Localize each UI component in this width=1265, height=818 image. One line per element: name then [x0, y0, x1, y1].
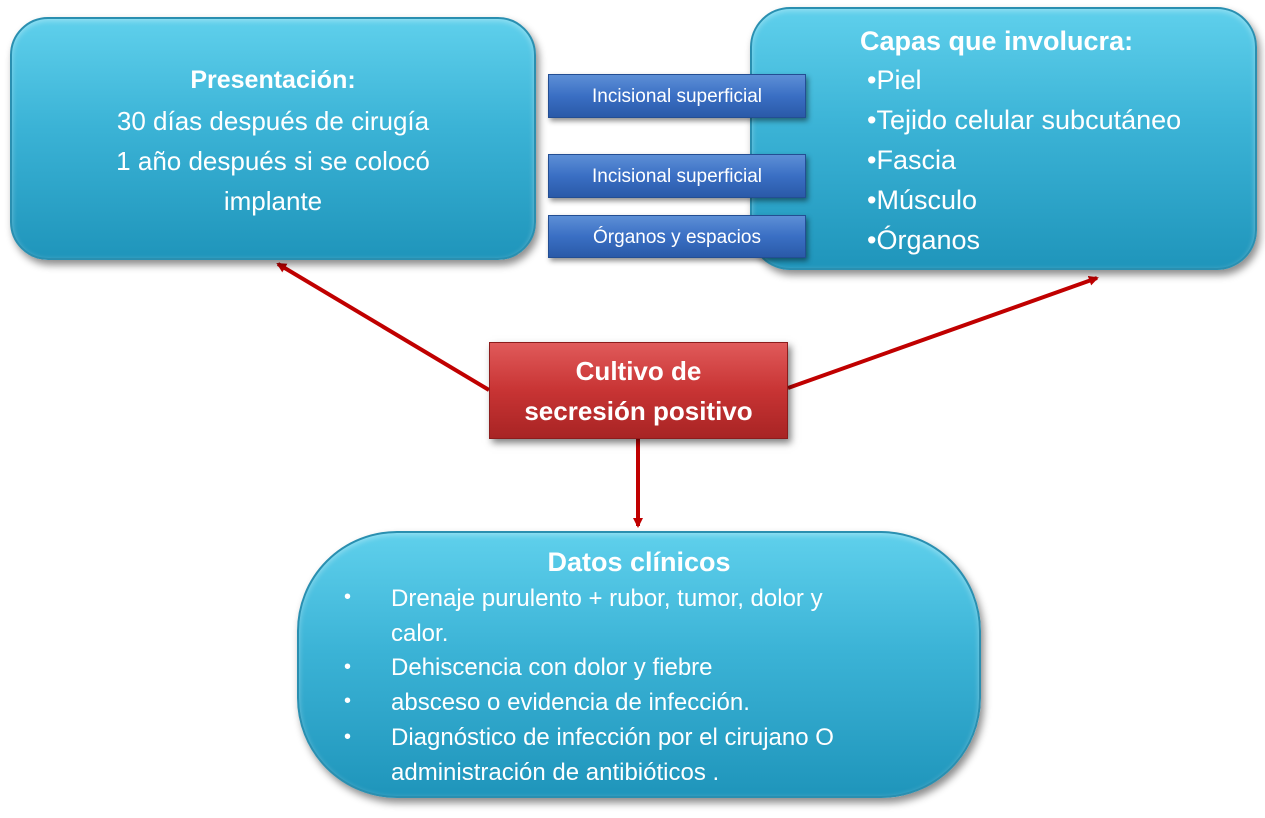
capa-item: •Tejido celular subcutáneo — [867, 105, 1182, 135]
datos-item-cont: calor. — [391, 620, 449, 647]
datos-box: Datos clínicos • Drenaje purulento + rub… — [297, 531, 981, 798]
tipo-tag: Incisional superficial — [548, 154, 806, 198]
datos-title: Datos clínicos — [547, 547, 731, 577]
bullet: • — [344, 586, 352, 608]
capas-box: Capas que involucra: •Piel •Tejido celul… — [750, 7, 1257, 270]
cultivo-line: Cultivo de — [575, 356, 702, 386]
presentacion-line: 1 año después si se colocó — [116, 146, 430, 176]
tipo-tag: Órganos y espacios — [548, 215, 806, 258]
datos-item: absceso o evidencia de infección. — [391, 689, 750, 716]
arrow-to-presentacion — [276, 262, 491, 392]
tipo-tag: Incisional superficial — [548, 74, 806, 118]
capa-item: •Piel — [867, 65, 922, 95]
datos-item-cont: administración de antibióticos . — [391, 759, 720, 786]
datos-item: Drenaje purulento + rubor, tumor, dolor … — [391, 585, 823, 612]
presentacion-line: 30 días después de cirugía — [116, 106, 430, 136]
bullet: • — [344, 726, 352, 748]
capa-item: •Músculo — [867, 185, 977, 215]
presentacion-line: implante — [223, 186, 323, 216]
capa-item: •Órganos — [867, 225, 981, 255]
presentacion-title: Presentación: — [190, 66, 356, 94]
cultivo-line: secresión positivo — [524, 396, 753, 426]
datos-item: Diagnóstico de infección por el cirujano… — [391, 724, 834, 751]
arrow-to-capas — [787, 275, 1099, 390]
cultivo-box: Cultivo de secresión positivo — [489, 342, 788, 439]
presentacion-box: Presentación: 30 días después de cirugía… — [10, 17, 536, 260]
capa-item: •Fascia — [867, 145, 956, 175]
capas-title: Capas que involucra: — [860, 26, 1134, 56]
bullet: • — [344, 656, 352, 678]
bullet: • — [344, 690, 352, 712]
datos-item: Dehiscencia con dolor y fiebre — [391, 654, 713, 681]
